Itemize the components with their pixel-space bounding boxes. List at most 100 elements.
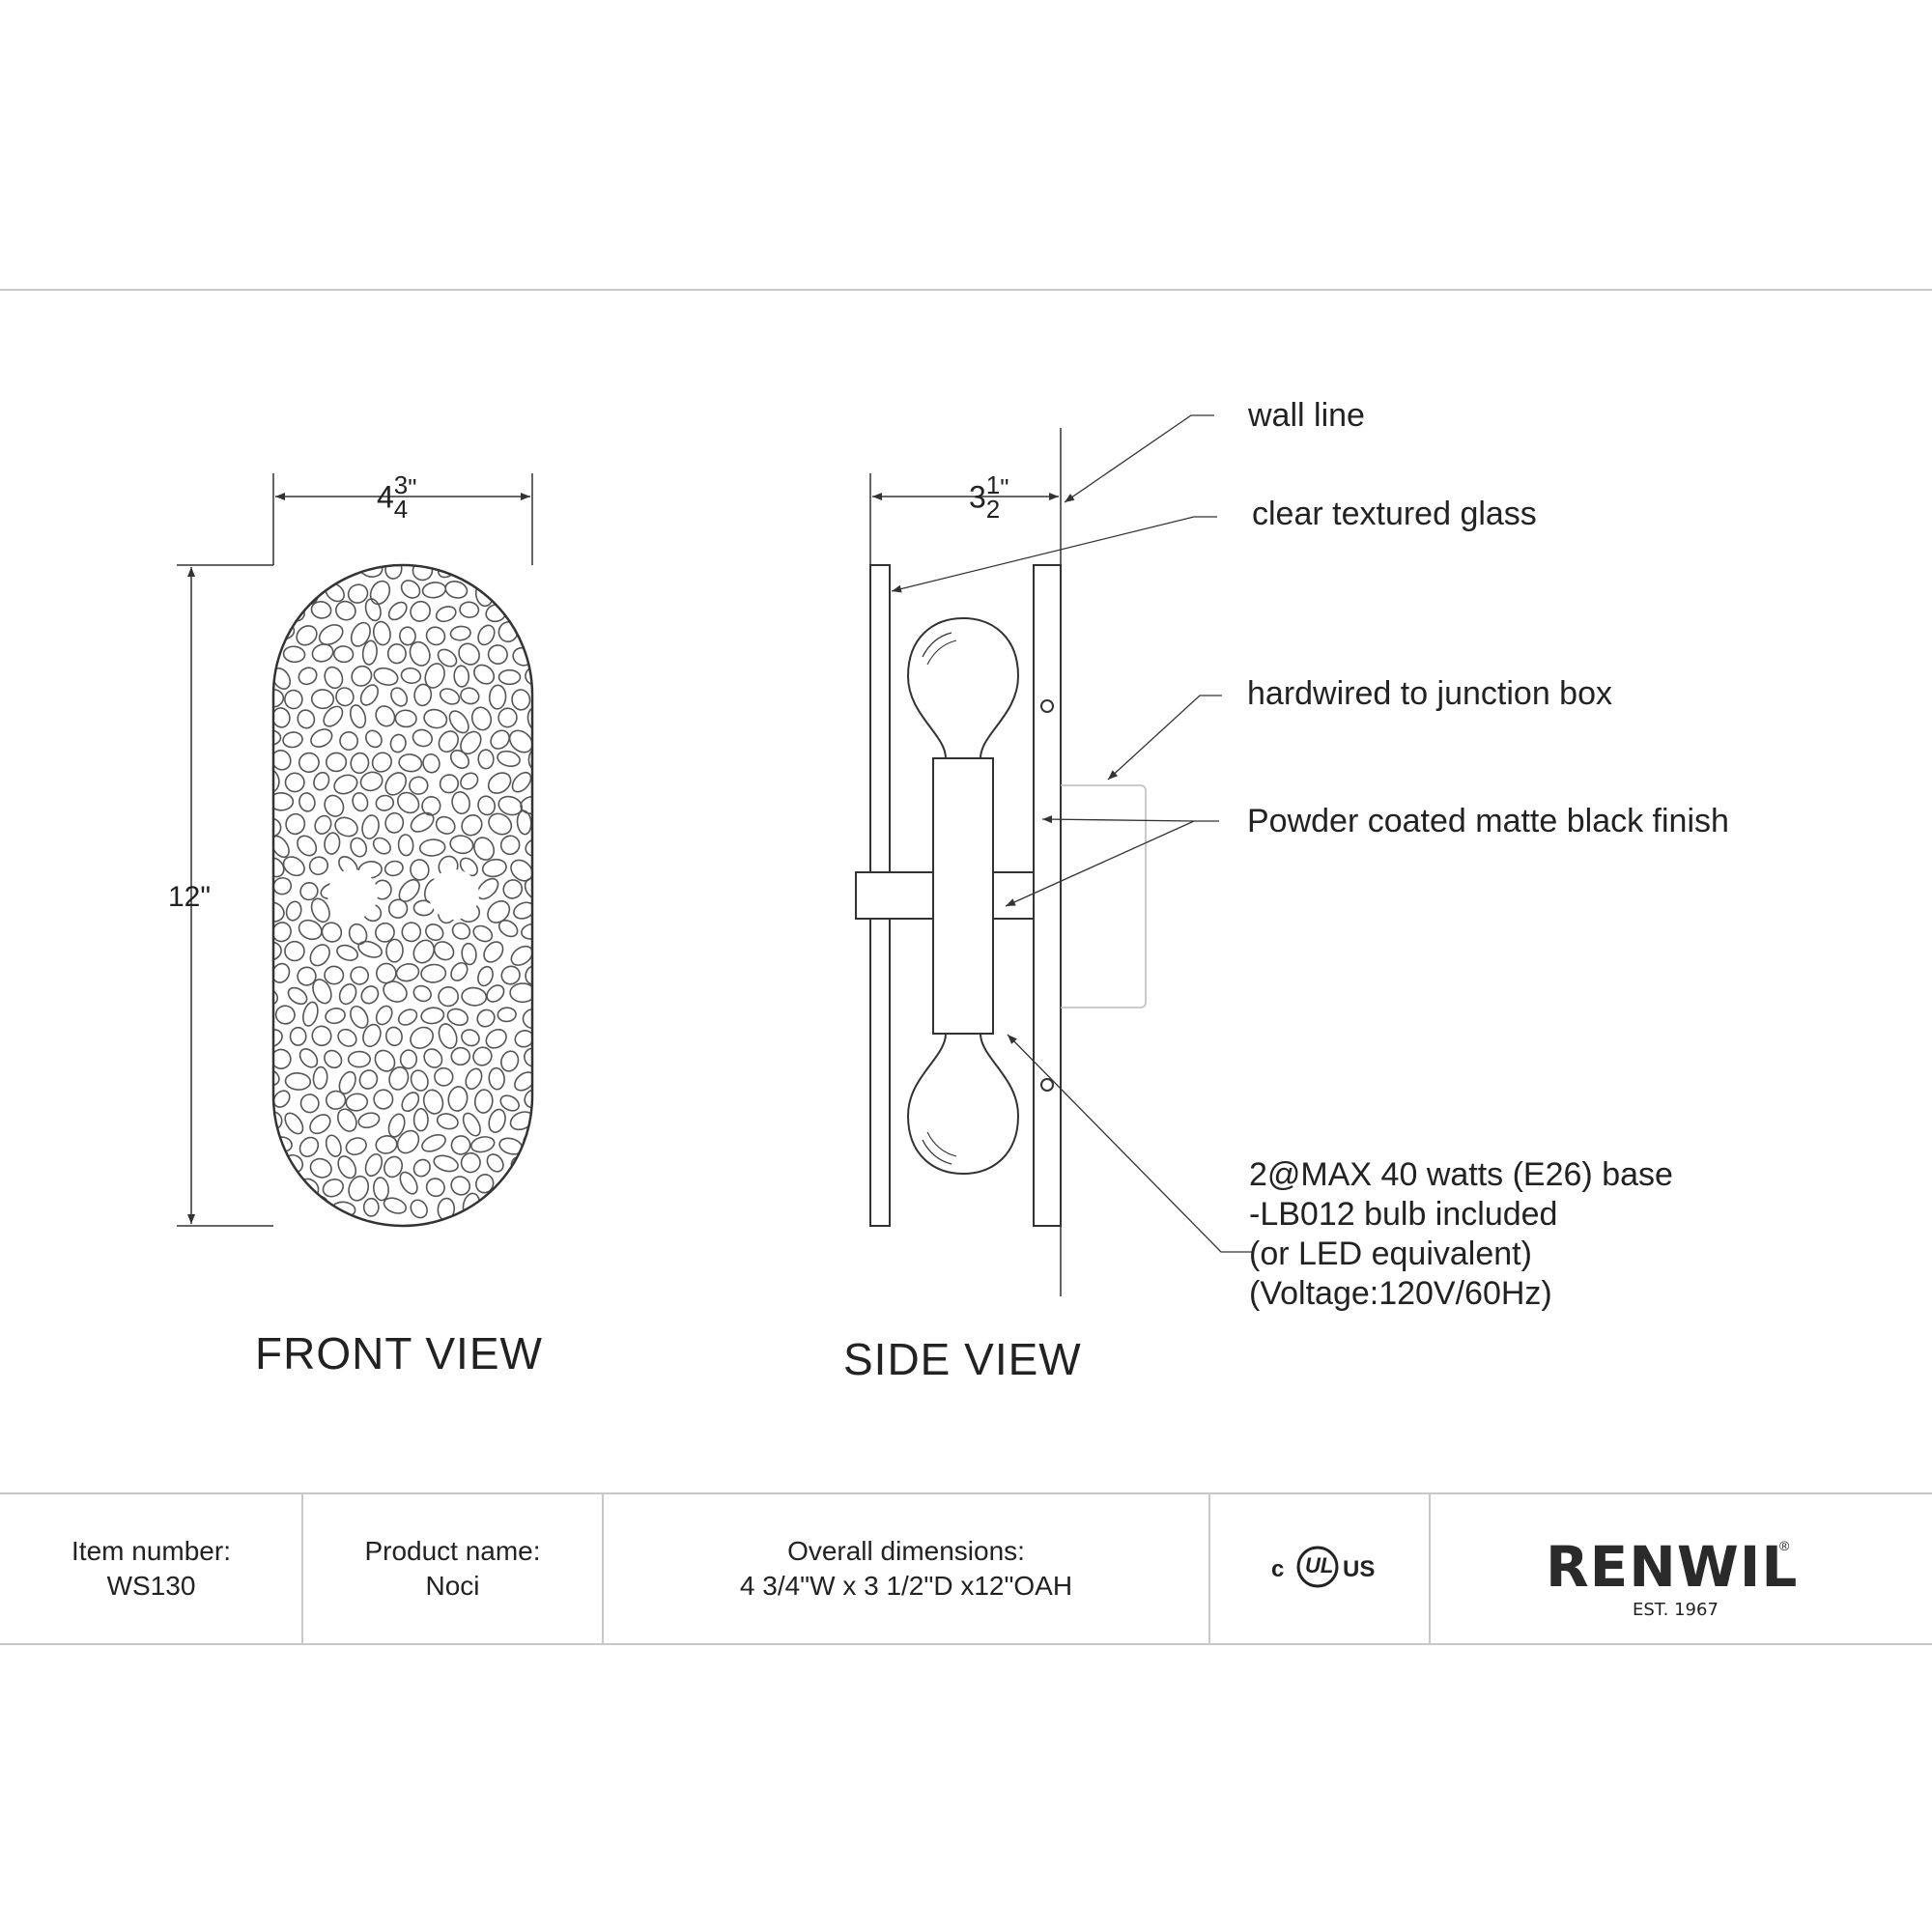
glass-pebble bbox=[436, 1113, 459, 1130]
glass-pebble bbox=[509, 1111, 532, 1131]
glass-pebble bbox=[365, 729, 383, 749]
glass-pebble bbox=[323, 705, 344, 727]
glass-pebble bbox=[311, 643, 334, 663]
glass-pebble bbox=[287, 986, 308, 1006]
glass-pebble bbox=[472, 1046, 493, 1066]
glass-pebble bbox=[451, 791, 470, 814]
glass-pebble bbox=[273, 817, 282, 838]
glass-pebble bbox=[345, 1137, 367, 1156]
glass-pebble bbox=[509, 1198, 532, 1221]
glass-pebble bbox=[412, 1108, 429, 1132]
glass-pebble bbox=[310, 897, 330, 923]
glass-pebble bbox=[336, 1108, 357, 1132]
title-block-item: Item number: WS130 bbox=[0, 1493, 302, 1644]
glass-pebble bbox=[511, 689, 531, 711]
glass-pebble bbox=[289, 1026, 307, 1046]
glass-pebble bbox=[487, 772, 512, 794]
glass-pebble bbox=[423, 1048, 443, 1068]
glass-pebble bbox=[477, 749, 495, 770]
mounting-screw-bottom bbox=[1040, 1078, 1054, 1092]
glass-pebble bbox=[499, 835, 521, 856]
glass-pebble bbox=[273, 767, 280, 793]
glass-pebble bbox=[473, 837, 496, 861]
glass-pebble bbox=[372, 837, 391, 855]
glass-pebble bbox=[511, 771, 532, 793]
glass-pebble bbox=[435, 606, 457, 623]
glass-pebble bbox=[438, 730, 459, 753]
glass-pebble bbox=[349, 704, 367, 729]
glass-pebble bbox=[459, 601, 480, 618]
glass-pebble bbox=[420, 1007, 445, 1025]
glass-pebble bbox=[313, 1196, 329, 1216]
front-view-title: FRONT VIEW bbox=[255, 1328, 543, 1378]
glass-pebble bbox=[433, 941, 455, 961]
glass-pebble bbox=[383, 980, 408, 1003]
glass-pebble bbox=[500, 965, 521, 985]
glass-pebble bbox=[490, 729, 510, 750]
side-depth-inch: " bbox=[1000, 473, 1009, 502]
leader-finish-arm bbox=[1005, 820, 1195, 907]
glass-pebble bbox=[375, 705, 396, 727]
glass-pebble bbox=[394, 709, 417, 728]
callout-glass: clear textured glass bbox=[1252, 496, 1537, 532]
glass-pebble bbox=[273, 622, 296, 640]
callout-bulb: 2@MAX 40 watts (E26) base -LB012 bulb in… bbox=[1249, 1155, 1673, 1314]
glass-pebble bbox=[477, 624, 496, 646]
glass-pebble bbox=[298, 1136, 320, 1157]
glass-pebble bbox=[337, 1028, 357, 1047]
title-block-product: Product name: Noci bbox=[302, 1493, 603, 1644]
glass-pebble bbox=[514, 1030, 532, 1048]
glass-pebble bbox=[483, 941, 504, 963]
front-width-whole: 4 bbox=[377, 479, 394, 515]
glass-pebble bbox=[357, 1112, 381, 1129]
glass-pebble bbox=[334, 600, 356, 621]
glass-pebble bbox=[418, 838, 446, 857]
glass-pebble bbox=[524, 1047, 532, 1067]
glass-pebble bbox=[450, 1046, 471, 1066]
glass-pebble bbox=[297, 709, 316, 729]
bulb-top bbox=[906, 616, 1020, 759]
mounting-screw-top bbox=[1040, 699, 1054, 713]
glass-pebble bbox=[525, 667, 532, 686]
glass-pebble bbox=[284, 689, 303, 710]
glass-pebble bbox=[485, 1028, 507, 1049]
glass-pebble bbox=[423, 708, 448, 729]
glass-pebble bbox=[421, 796, 441, 816]
glass-pebble bbox=[362, 1197, 380, 1217]
glass-pebble bbox=[461, 565, 482, 580]
glass-pebble bbox=[318, 624, 344, 645]
glass-pebble bbox=[337, 1155, 357, 1179]
glass-pebble bbox=[348, 1175, 370, 1202]
side-depth-denominator: 2 bbox=[985, 495, 1001, 524]
glass-pebble bbox=[345, 1093, 369, 1112]
glass-pebble bbox=[449, 625, 471, 641]
glass-pebble bbox=[395, 963, 420, 982]
glass-pebble bbox=[498, 1137, 524, 1155]
glass-pebble bbox=[450, 1176, 471, 1196]
glass-pebble bbox=[288, 565, 308, 582]
glass-pebble bbox=[461, 814, 483, 837]
glass-pebble bbox=[500, 1050, 520, 1072]
brand-registered-mark: ® bbox=[1779, 1538, 1790, 1553]
glass-pebble bbox=[312, 979, 332, 1005]
glass-pebble bbox=[488, 812, 513, 836]
glass-pebble bbox=[384, 1026, 403, 1047]
glass-pebble bbox=[309, 1157, 332, 1179]
glass-pebble bbox=[400, 580, 421, 599]
glass-pebble bbox=[421, 582, 447, 599]
glass-pebble bbox=[374, 1049, 396, 1072]
glass-pebble bbox=[494, 584, 521, 602]
glass-pebble bbox=[449, 835, 474, 855]
glass-pebble bbox=[362, 1023, 382, 1048]
glass-pebble bbox=[361, 814, 380, 839]
ul-certification-mark bbox=[1296, 1546, 1339, 1588]
glass-pebble bbox=[299, 1094, 320, 1114]
glass-pebble bbox=[388, 1065, 410, 1091]
glass-pebble bbox=[499, 1094, 520, 1112]
callout-finish: Powder coated matte black finish bbox=[1247, 803, 1729, 839]
glass-pebble bbox=[397, 834, 414, 857]
glass-pebble bbox=[473, 664, 496, 685]
glass-pebble bbox=[273, 900, 285, 923]
